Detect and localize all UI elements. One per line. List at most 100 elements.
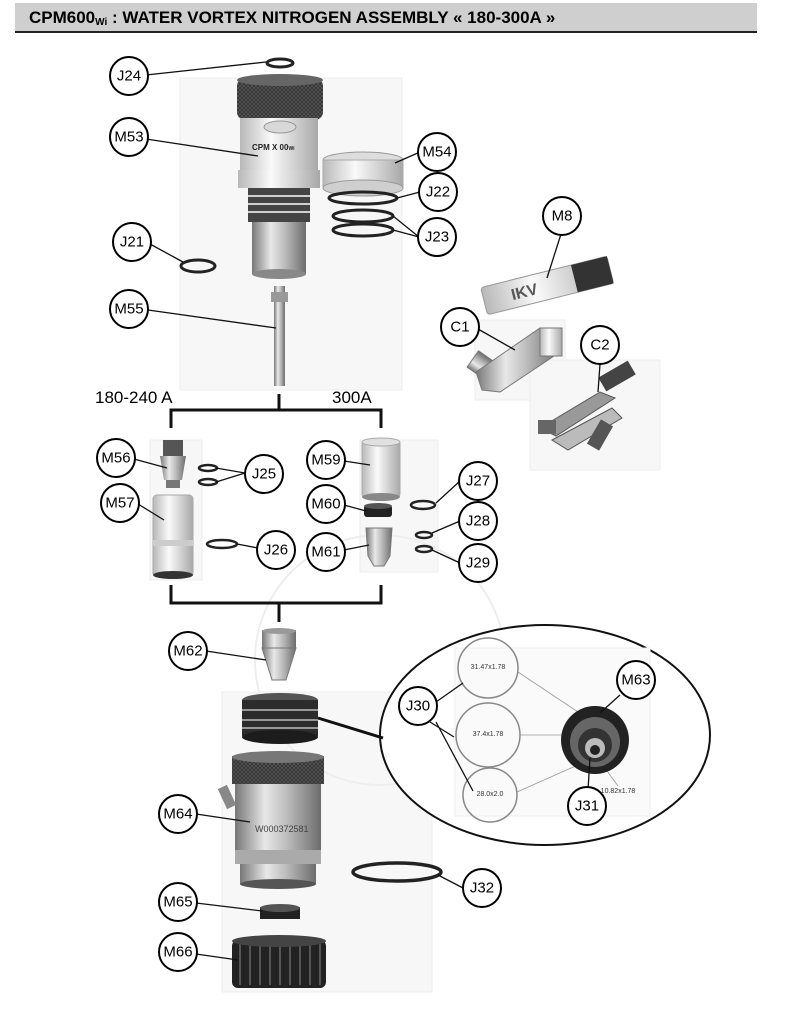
svg-text:J23: J23 bbox=[425, 229, 449, 246]
o-ring-size-d: 10.82x1.78 bbox=[601, 788, 636, 795]
m56-nozzle-top bbox=[163, 440, 183, 456]
callout-c1: C1 bbox=[440, 307, 480, 347]
callout-m65: M65 bbox=[158, 882, 198, 922]
section-label-180-240: 180-240 A bbox=[95, 388, 173, 407]
m62-top bbox=[262, 628, 296, 634]
callout-m53: M53 bbox=[109, 117, 149, 157]
callout-m57: M57 bbox=[100, 483, 140, 523]
o-ring-j24 bbox=[265, 57, 295, 69]
m66-ribs bbox=[239, 944, 321, 985]
svg-text:M64: M64 bbox=[163, 806, 192, 823]
svg-text:M54: M54 bbox=[422, 144, 451, 161]
o-ring-j28 bbox=[414, 530, 434, 540]
m57-band bbox=[153, 540, 193, 546]
svg-text:J32: J32 bbox=[470, 880, 494, 897]
m56-nozzle-body bbox=[160, 456, 186, 480]
callout-j23: J23 bbox=[417, 217, 457, 257]
m64-top bbox=[232, 751, 324, 763]
m53-bottom bbox=[252, 269, 306, 279]
callout-m64: M64 bbox=[158, 794, 198, 834]
callouts: J24 M53 M54 J22 J23 J21 M55 M8 C1 C2 M56… bbox=[96, 56, 656, 972]
callout-m56: M56 bbox=[96, 438, 136, 478]
svg-text:J27: J27 bbox=[466, 473, 490, 490]
c2-tool bbox=[538, 360, 636, 451]
m8-marking: IKV bbox=[510, 281, 540, 304]
callout-c2: C2 bbox=[580, 325, 620, 365]
callout-j28: J28 bbox=[458, 501, 498, 541]
m66-top bbox=[232, 935, 326, 947]
title-model: CPM600 bbox=[29, 8, 96, 27]
callout-m55: M55 bbox=[109, 289, 149, 329]
svg-text:M8: M8 bbox=[552, 208, 573, 225]
top-torch-body: CPM X 00Wi bbox=[237, 57, 323, 386]
background-panels bbox=[149, 77, 661, 993]
callout-m60: M60 bbox=[306, 484, 346, 524]
svg-text:J28: J28 bbox=[466, 513, 490, 530]
m53-rib-lines bbox=[248, 195, 310, 213]
title-separator: : bbox=[107, 8, 123, 27]
m57-bottom bbox=[153, 571, 193, 579]
m63-stack bbox=[242, 693, 318, 744]
c1-tool bbox=[466, 327, 563, 393]
merge-bracket bbox=[169, 585, 383, 622]
m64-lower-band bbox=[235, 850, 321, 864]
title-text: WATER VORTEX NITROGEN ASSEMBLY « 180-300… bbox=[122, 8, 556, 27]
detail-o-ring-a bbox=[457, 637, 519, 699]
callout-m61: M61 bbox=[306, 532, 346, 572]
m65-top bbox=[260, 904, 300, 912]
m59-sleeve bbox=[361, 439, 401, 499]
leader-lines bbox=[133, 61, 621, 961]
o-ring-size-a: 31.47x1.78 bbox=[471, 664, 506, 671]
m64-base bbox=[240, 864, 316, 884]
svg-text:J22: J22 bbox=[426, 184, 450, 201]
m55-rod-tip bbox=[271, 292, 288, 302]
m53-collar bbox=[238, 170, 320, 188]
m53-cap-top bbox=[237, 74, 323, 86]
callout-j27: J27 bbox=[458, 461, 498, 501]
callout-m66: M66 bbox=[158, 932, 198, 972]
callout-m62: M62 bbox=[168, 631, 208, 671]
svg-text:M57: M57 bbox=[105, 495, 134, 512]
svg-text:M66: M66 bbox=[163, 944, 192, 961]
o-ring-j26 bbox=[205, 538, 239, 550]
m65-ring bbox=[260, 904, 300, 919]
section-label-300a: 300A bbox=[332, 388, 372, 407]
m59-bottom bbox=[362, 493, 400, 501]
m63-detail-hole bbox=[590, 745, 600, 755]
m64-holder: W000372581 bbox=[217, 751, 324, 889]
svg-text:M59: M59 bbox=[311, 452, 340, 469]
o-ring-j29 bbox=[414, 544, 434, 554]
m55-electrode-rod bbox=[274, 286, 285, 386]
svg-text:M62: M62 bbox=[173, 643, 202, 660]
m62-nozzle bbox=[261, 628, 297, 681]
callout-j22: J22 bbox=[418, 172, 458, 212]
callout-m63: M63 bbox=[616, 660, 656, 700]
o-ring-size-b: 37.4x1.78 bbox=[473, 731, 504, 738]
callout-j24: J24 bbox=[109, 56, 149, 96]
m64-bottom bbox=[240, 879, 316, 889]
svg-text:J24: J24 bbox=[117, 68, 141, 85]
svg-text:M65: M65 bbox=[163, 894, 192, 911]
m64-side-tab bbox=[217, 784, 237, 810]
callout-j29: J29 bbox=[458, 543, 498, 583]
svg-text:M56: M56 bbox=[101, 450, 130, 467]
m53-marking: CPM X 00Wi bbox=[252, 143, 295, 152]
page-title: CPM600Wi : WATER VORTEX NITROGEN ASSEMBL… bbox=[15, 3, 757, 33]
callout-j32: J32 bbox=[462, 868, 502, 908]
svg-text:J30: J30 bbox=[406, 698, 430, 715]
m56-nozzle-tip bbox=[166, 480, 180, 488]
o-ring-j21 bbox=[179, 258, 217, 274]
svg-text:J25: J25 bbox=[252, 466, 276, 483]
m53-knurled-cap bbox=[237, 78, 323, 120]
m61-nozzle bbox=[365, 527, 393, 567]
variant-bracket bbox=[169, 394, 383, 428]
svg-text:J31: J31 bbox=[575, 798, 599, 815]
m53-window bbox=[263, 120, 297, 134]
m57-sleeve bbox=[152, 494, 194, 578]
svg-text:J26: J26 bbox=[264, 542, 288, 559]
m59-top bbox=[361, 437, 401, 447]
callout-j31: J31 bbox=[567, 786, 607, 826]
callout-j26: J26 bbox=[256, 530, 296, 570]
